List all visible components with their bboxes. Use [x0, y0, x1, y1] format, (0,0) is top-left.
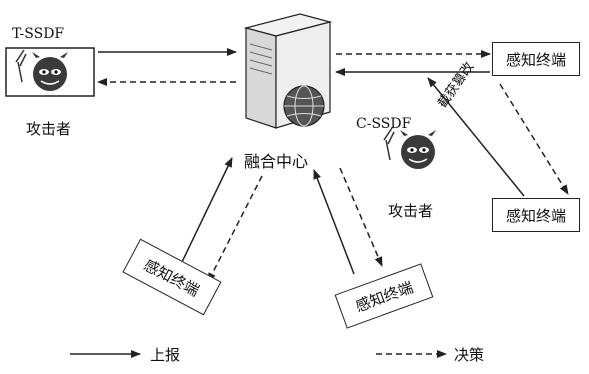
sensing-terminal-bottom-right: 感知终端 — [492, 198, 580, 232]
t-ssdf-attacker-label: 攻击者 — [26, 120, 72, 138]
decision-arrow — [339, 167, 383, 267]
t-ssdf-tag: T-SSDF — [12, 26, 65, 42]
globe-icon — [283, 85, 325, 127]
legend-decision-label: 决策 — [454, 346, 485, 364]
c-ssdf-tag: C-SSDF — [356, 116, 412, 132]
fusion-center-label: 融合中心 — [244, 152, 309, 171]
devil-icon — [15, 49, 68, 91]
sensing-terminal-top-right: 感知终端 — [492, 42, 580, 76]
report-arrow — [181, 157, 233, 263]
legend-report-label: 上报 — [150, 346, 181, 364]
report-arrow — [313, 169, 355, 275]
report-arrow — [427, 77, 525, 197]
terminal-label: 感知终端 — [505, 206, 566, 225]
decision-arrow — [499, 83, 569, 195]
devil-icon — [383, 127, 436, 169]
terminal-label: 感知终端 — [505, 50, 566, 69]
c-ssdf-attacker-label: 攻击者 — [388, 202, 434, 220]
